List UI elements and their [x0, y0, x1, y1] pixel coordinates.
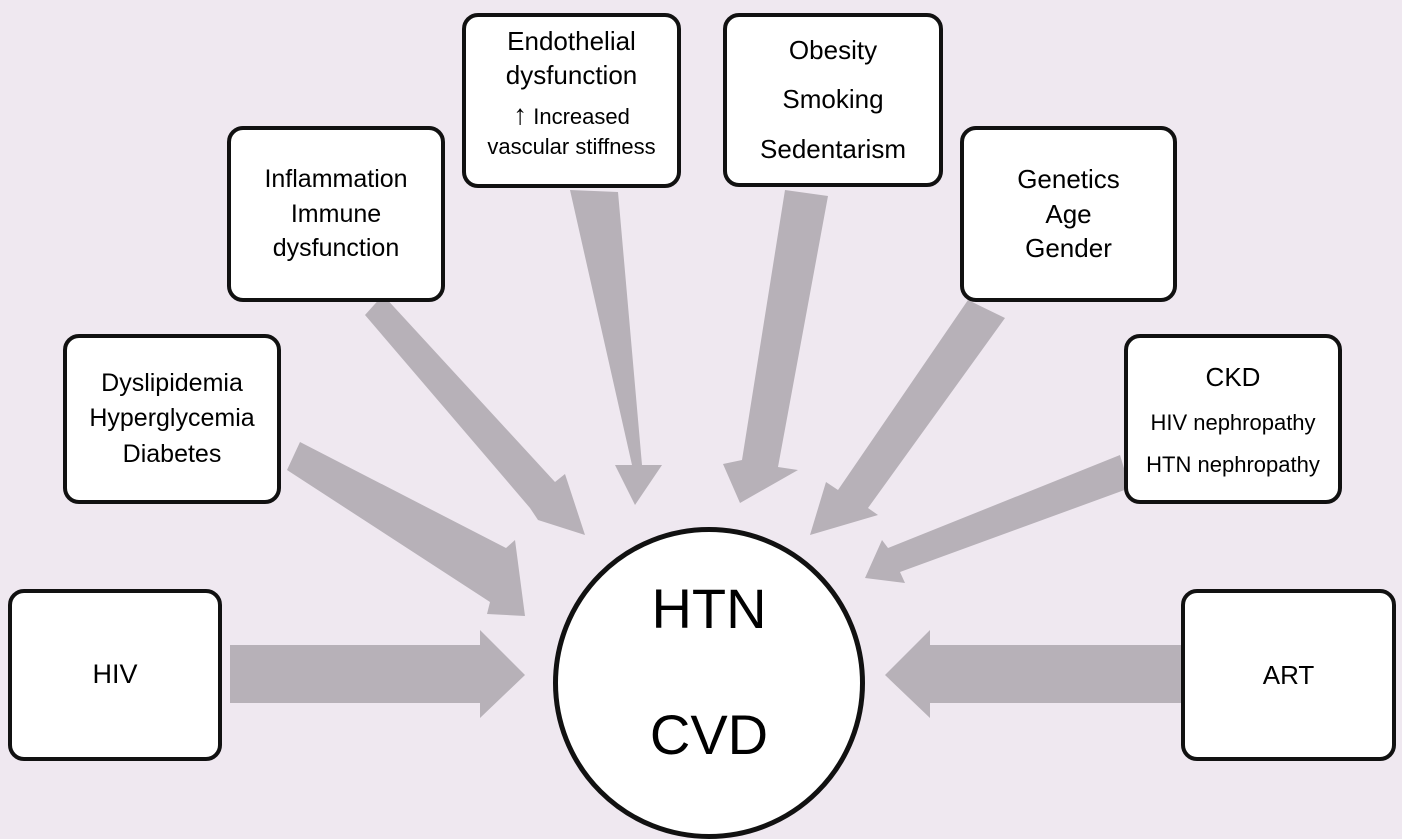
- endothelial-label: Endothelial: [507, 26, 636, 56]
- gender-label: Gender: [1025, 233, 1112, 264]
- obesity-label: Obesity: [788, 34, 878, 65]
- arrow-lifestyle: [723, 190, 828, 503]
- stiffness-line: ↑ Increased: [513, 97, 630, 133]
- hyperglycemia-label: Hyperglycemia: [89, 404, 255, 433]
- metabolic-box: Dyslipidemia Hyperglycemia Diabetes: [63, 334, 281, 504]
- dyslipidemia-label: Dyslipidemia: [101, 368, 243, 397]
- immune-label: Immune: [290, 199, 382, 228]
- arrow-art: [885, 630, 1182, 718]
- arrow-dyslipidemia: [287, 442, 525, 616]
- endothelial-box: Endothelial dysfunction ↑ Increased vasc…: [462, 13, 681, 188]
- ckd-label: CKD: [1205, 361, 1261, 392]
- htn-cvd-circle: HTN CVD: [553, 527, 865, 839]
- ckd-box: CKD HIV nephropathy HTN nephropathy: [1124, 334, 1342, 504]
- lifestyle-box: Obesity Smoking Sedentarism: [723, 13, 943, 187]
- htn-nephropathy-label: HTN nephropathy: [1146, 451, 1320, 477]
- art-box: ART: [1181, 589, 1396, 761]
- hiv-box: HIV: [8, 589, 222, 761]
- arrow-genetics: [810, 300, 1005, 535]
- art-label: ART: [1262, 659, 1315, 690]
- up-arrow-icon: ↑: [513, 98, 528, 130]
- inflammation-label: Inflammation: [264, 165, 408, 194]
- hiv-label: HIV: [92, 659, 138, 690]
- smoking-label: Smoking: [782, 84, 884, 115]
- inflammation-box: Inflammation Immune dysfunction: [227, 126, 445, 302]
- arrow-inflammation: [365, 295, 585, 535]
- arrow-ckd: [865, 455, 1130, 583]
- htn-label: HTN: [651, 577, 767, 640]
- arrow-endothelial: [570, 190, 662, 505]
- diabetes-label: Diabetes: [122, 439, 222, 468]
- genetics-label: Genetics: [1017, 163, 1120, 194]
- cvd-label: CVD: [649, 703, 769, 766]
- genetics-box: Genetics Age Gender: [960, 126, 1177, 302]
- age-label: Age: [1045, 198, 1092, 229]
- arrow-hiv: [230, 630, 525, 718]
- dysfunction-label: dysfunction: [272, 234, 400, 263]
- increased-label: Increased: [533, 103, 630, 129]
- hiv-nephropathy-label: HIV nephropathy: [1150, 409, 1316, 435]
- endothelial-dysfunction-label: dysfunction: [505, 59, 638, 90]
- vascular-stiffness-label: vascular stiffness: [487, 133, 656, 159]
- sedentarism-label: Sedentarism: [760, 133, 906, 164]
